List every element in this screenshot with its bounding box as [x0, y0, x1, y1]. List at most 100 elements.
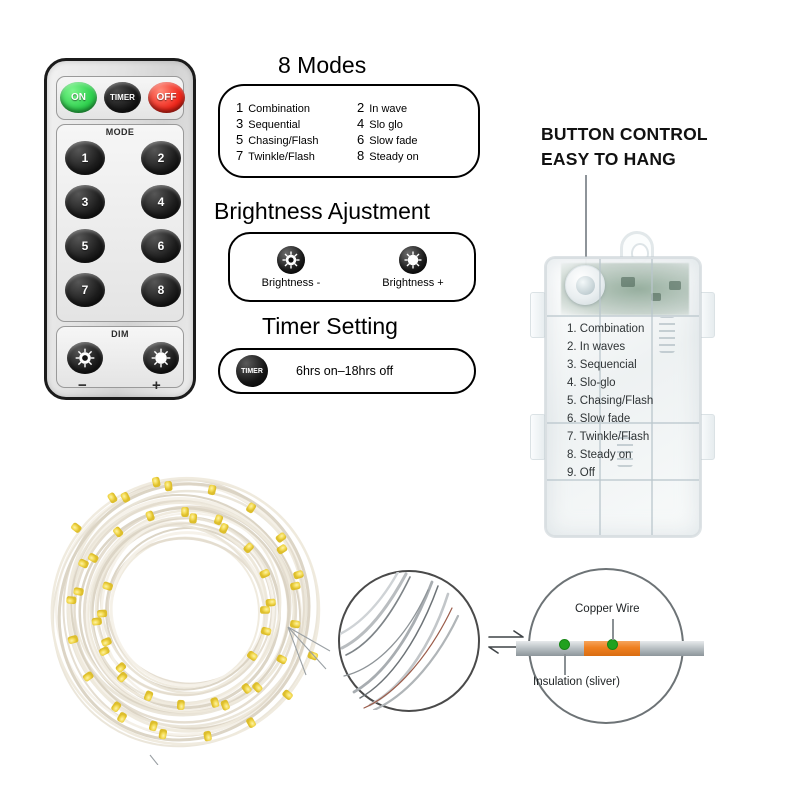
- battery-spring: [617, 431, 633, 467]
- sun-bright-icon: [404, 251, 422, 268]
- remote-on-label: ON: [71, 92, 86, 103]
- battery-mode-item: 3. Sequencial: [567, 358, 637, 371]
- mode-label: Slow fade: [369, 134, 418, 147]
- remote-mode-button-8[interactable]: 8: [141, 273, 181, 307]
- remote-mode-button-4[interactable]: 4: [141, 185, 181, 219]
- mode-label: Combination: [248, 102, 310, 115]
- remote-timer-button[interactable]: TIMER: [104, 82, 141, 113]
- headline-leader-line: [585, 175, 587, 270]
- brightness-down-button[interactable]: [277, 245, 305, 274]
- led-bead: [241, 683, 252, 694]
- battery-box-seam: [547, 422, 699, 424]
- led-bead: [117, 712, 127, 723]
- battery-box-seam: [547, 315, 699, 317]
- battery-mode-item: 7. Twinkle/Flash: [567, 430, 650, 443]
- pcb-chip: [669, 281, 681, 290]
- wire-insulation-left: [516, 641, 586, 656]
- coil-tail-wire: [149, 754, 159, 765]
- led-bead: [293, 570, 304, 580]
- led-bead: [151, 476, 161, 488]
- battery-box: 1. Combination 2. In waves 3. Sequencial…: [545, 257, 701, 537]
- led-bead: [243, 542, 254, 554]
- copper-leader-line: [612, 619, 614, 640]
- pcb-chip: [651, 293, 661, 301]
- mode-item: 5 Chasing/Flash: [236, 132, 357, 147]
- battery-box-clip-left-bottom: [530, 414, 546, 460]
- remote-off-button[interactable]: OFF: [148, 82, 185, 113]
- led-bead: [252, 682, 263, 693]
- timer-title: Timer Setting: [262, 313, 398, 339]
- coil-wire-loop: [57, 482, 311, 742]
- mode-number: 6: [357, 131, 365, 147]
- led-bead: [148, 720, 158, 732]
- led-bead: [101, 637, 112, 647]
- remote-mode-button-7[interactable]: 7: [65, 273, 105, 307]
- mode-label: Steady on: [369, 150, 419, 163]
- battery-box-seam: [651, 259, 653, 535]
- remote-mode-button-6[interactable]: 6: [141, 229, 181, 263]
- led-bead: [71, 522, 82, 533]
- timer-row: TIMER 6hrs on–18hrs off: [220, 350, 474, 392]
- timer-button[interactable]: TIMER: [236, 355, 268, 387]
- remote-dim-up-button[interactable]: [143, 342, 179, 374]
- insulation-marker-dot: [559, 639, 570, 650]
- mode-number: 3: [236, 115, 244, 131]
- battery-mode-item: 8. Steady on: [567, 448, 632, 461]
- mode-label: In wave: [369, 102, 408, 115]
- battery-box-clip-left-top: [530, 292, 546, 338]
- led-bead: [282, 689, 293, 700]
- battery-box-control-button[interactable]: [565, 265, 605, 305]
- led-bead: [164, 480, 173, 492]
- remote-dim-label: DIM: [111, 329, 129, 339]
- brightness-up-label: Brightness +: [382, 276, 444, 289]
- headline-line-1: BUTTON CONTROL: [541, 124, 708, 144]
- remote-on-button[interactable]: ON: [60, 82, 97, 113]
- copper-wire-label: Copper Wire: [575, 603, 640, 615]
- brightness-title: Brightness Ajustment: [214, 198, 431, 224]
- mode-label: Chasing/Flash: [248, 134, 319, 147]
- remote-mode-button-3[interactable]: 3: [65, 185, 105, 219]
- coil-wire-loop: [73, 502, 295, 714]
- headline-line-2: EASY TO HANG: [541, 148, 676, 169]
- battery-box-seam: [599, 259, 601, 535]
- coil-wire-loop: [110, 536, 260, 689]
- led-bead: [97, 609, 108, 618]
- led-bead: [260, 606, 270, 614]
- remote-mode-button-1[interactable]: 1: [65, 141, 105, 175]
- battery-box-clip-right-top: [699, 292, 715, 338]
- led-bead: [246, 717, 256, 728]
- led-bead: [246, 650, 258, 661]
- brightness-card: Brightness - Brightness +: [228, 232, 476, 302]
- mode-item: 3 Sequential: [236, 116, 357, 131]
- brightness-up-button[interactable]: [399, 245, 427, 274]
- led-bead: [98, 646, 110, 656]
- remote-mode-button-2[interactable]: 2: [141, 141, 181, 175]
- led-bead: [158, 728, 168, 740]
- remote-mode-button-5[interactable]: 5: [65, 229, 105, 263]
- led-bead: [290, 581, 301, 591]
- battery-mode-item: 6. Slow fade: [567, 412, 631, 425]
- coil-wire-loop: [50, 476, 321, 746]
- led-bead: [259, 568, 271, 579]
- insulation-label: Insulation (sliver): [533, 676, 620, 688]
- led-bead: [111, 701, 122, 713]
- mode-item: 4 Slo glo: [357, 116, 478, 131]
- dim-minus-sign: −: [78, 377, 87, 394]
- insulation-leader-line: [564, 654, 566, 675]
- battery-mode-item: 9. Off: [567, 466, 595, 479]
- remote-dim-down-button[interactable]: [67, 342, 103, 374]
- mode-item: 7 Twinkle/Flash: [236, 148, 357, 163]
- transition-arrow-icon: [488, 630, 524, 654]
- wire-detail-zoom-circle: Copper Wire Insulation (sliver): [516, 568, 704, 724]
- led-bead: [181, 507, 189, 517]
- modes-list: 1 Combination 2 In wave 3 Sequential 4 S…: [220, 86, 478, 176]
- led-bead: [265, 598, 276, 607]
- led-bead: [78, 558, 89, 569]
- led-bead: [67, 635, 79, 644]
- battery-box-mode-list: 1. Combination 2. In waves 3. Sequencial…: [567, 321, 653, 482]
- led-bead: [117, 671, 128, 683]
- modes-card: 1 Combination 2 In wave 3 Sequential 4 S…: [218, 84, 480, 178]
- mode-number: 2: [357, 99, 365, 115]
- timer-description: 6hrs on–18hrs off: [296, 364, 394, 378]
